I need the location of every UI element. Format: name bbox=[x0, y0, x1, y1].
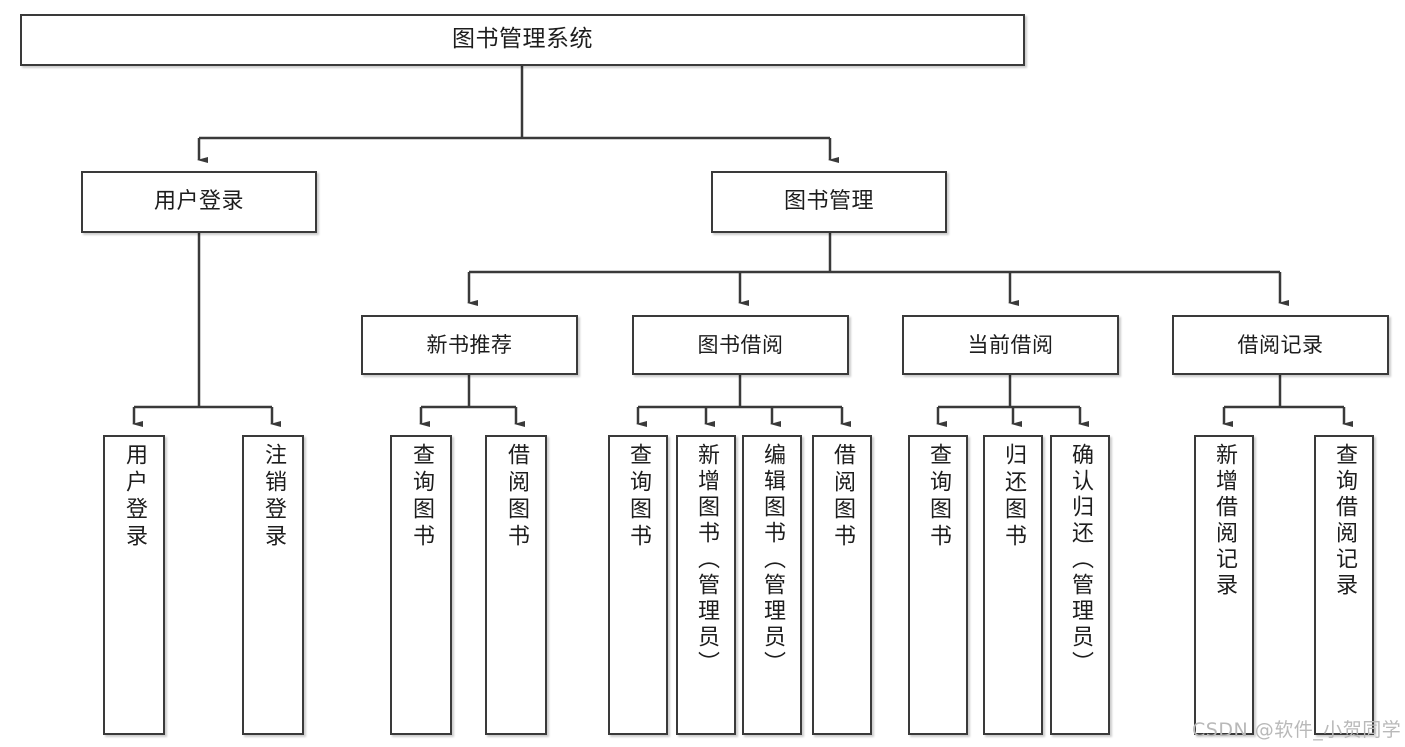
node-root-label: 图书管理系统 bbox=[452, 26, 593, 53]
node-leaf-label: 借阅图书 bbox=[504, 443, 529, 551]
node-leaf[interactable]: 查询图书 bbox=[390, 435, 452, 735]
node-user-login[interactable]: 用户登录 bbox=[81, 171, 317, 233]
node-leaf-label: 查询借阅记录 bbox=[1332, 443, 1357, 599]
node-leaf-label: 借阅图书 bbox=[830, 443, 855, 551]
node-leaf-label: 编辑图书（管理员） bbox=[760, 443, 785, 677]
node-leaf[interactable]: 归还图书 bbox=[983, 435, 1043, 735]
node-leaf[interactable]: 查询借阅记录 bbox=[1314, 435, 1374, 735]
node-root[interactable]: 图书管理系统 bbox=[20, 14, 1025, 66]
node-borrow-record[interactable]: 借阅记录 bbox=[1172, 315, 1389, 375]
node-leaf-label: 查询图书 bbox=[409, 443, 434, 551]
node-borrow-record-label: 借阅记录 bbox=[1237, 332, 1324, 357]
node-leaf-label: 查询图书 bbox=[926, 443, 951, 551]
node-book-borrow[interactable]: 图书借阅 bbox=[632, 315, 849, 375]
node-leaf[interactable]: 新增借阅记录 bbox=[1194, 435, 1254, 735]
node-leaf[interactable]: 查询图书 bbox=[608, 435, 668, 735]
node-leaf-label: 用户登录 bbox=[122, 443, 147, 551]
node-current-borrow[interactable]: 当前借阅 bbox=[902, 315, 1119, 375]
node-new-book-recommend[interactable]: 新书推荐 bbox=[361, 315, 578, 375]
node-leaf-label: 查询图书 bbox=[626, 443, 651, 551]
node-user-login-label: 用户登录 bbox=[153, 189, 244, 215]
node-leaf-label: 归还图书 bbox=[1001, 443, 1026, 551]
node-leaf[interactable]: 注销登录 bbox=[242, 435, 304, 735]
node-leaf[interactable]: 新增图书（管理员） bbox=[676, 435, 736, 735]
node-leaf-label: 注销登录 bbox=[261, 443, 286, 551]
node-leaf[interactable]: 编辑图书（管理员） bbox=[742, 435, 802, 735]
node-leaf[interactable]: 确认归还（管理员） bbox=[1050, 435, 1110, 735]
node-book-management-label: 图书管理 bbox=[783, 189, 874, 215]
watermark: CSDN @软件_小贺同学 bbox=[1192, 719, 1402, 741]
node-leaf-label: 新增图书（管理员） bbox=[694, 443, 719, 677]
node-leaf[interactable]: 用户登录 bbox=[103, 435, 165, 735]
node-new-book-recommend-label: 新书推荐 bbox=[426, 332, 513, 357]
node-leaf-label: 新增借阅记录 bbox=[1212, 443, 1237, 599]
node-book-borrow-label: 图书借阅 bbox=[697, 332, 784, 357]
node-book-management[interactable]: 图书管理 bbox=[711, 171, 947, 233]
node-leaf-label: 确认归还（管理员） bbox=[1068, 443, 1093, 677]
node-leaf[interactable]: 借阅图书 bbox=[485, 435, 547, 735]
node-leaf[interactable]: 查询图书 bbox=[908, 435, 968, 735]
node-leaf[interactable]: 借阅图书 bbox=[812, 435, 872, 735]
node-current-borrow-label: 当前借阅 bbox=[967, 332, 1054, 357]
